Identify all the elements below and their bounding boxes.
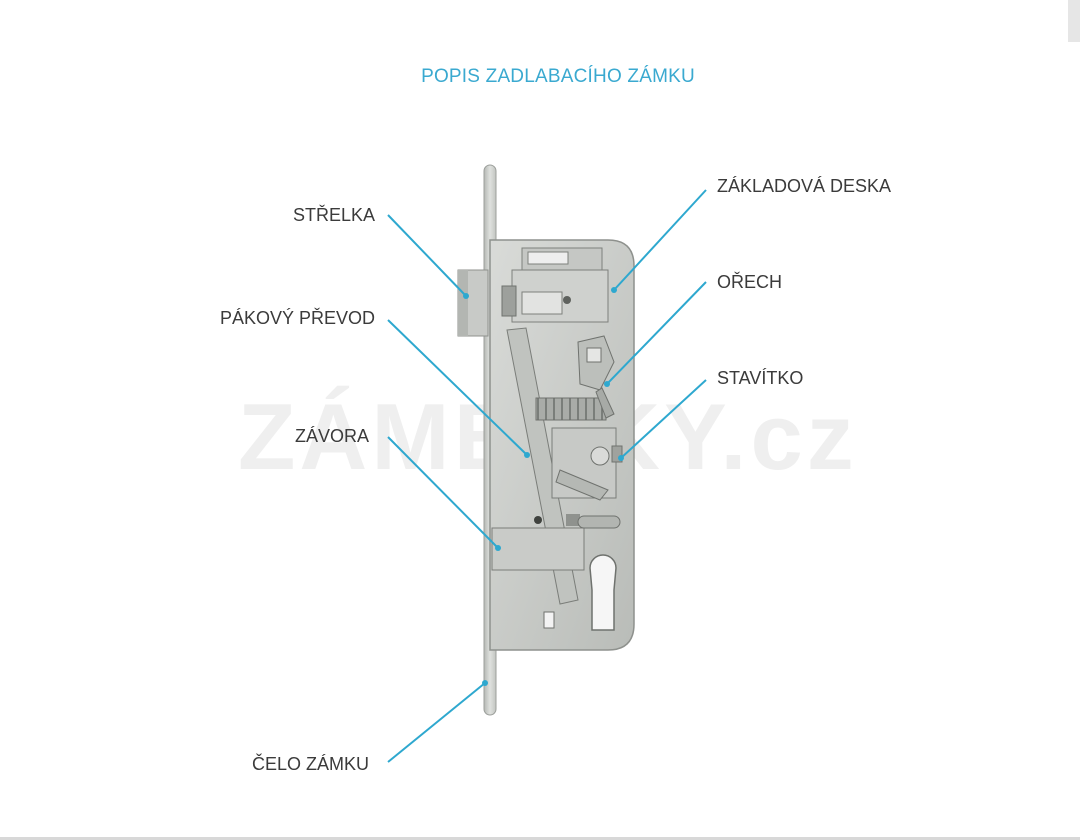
latch-bolt xyxy=(457,269,489,337)
label-orech: OŘECH xyxy=(717,272,783,292)
spring xyxy=(535,397,607,421)
pointer-strelka xyxy=(387,214,467,297)
follower-nut xyxy=(577,335,615,419)
pointer-stavitko xyxy=(620,379,707,459)
label-strelka: STŘELKA xyxy=(292,205,375,225)
pointer-dots xyxy=(463,287,624,686)
pointer-celo-zamku xyxy=(387,682,486,763)
cylinder-hole xyxy=(543,554,617,631)
pointer-zakladova-deska xyxy=(613,189,707,291)
latch-mechanism xyxy=(501,247,609,323)
diagram-title: POPIS ZADLABACÍHO ZÁMKU xyxy=(421,66,695,87)
tumbler xyxy=(551,427,623,501)
pointer-lines xyxy=(387,189,707,763)
label-stavitko: STAVÍTKO xyxy=(717,368,804,388)
pointer-zavora xyxy=(387,436,499,549)
deadbolt xyxy=(491,514,621,571)
label-zakladova-deska: ZÁKLADOVÁ DESKA xyxy=(717,176,892,196)
label-celo-zamku: ČELO ZÁMKU xyxy=(251,754,369,774)
label-pakovy-prevod: PÁKOVÝ PŘEVOD xyxy=(219,308,375,328)
scrollbar-stub xyxy=(1068,0,1080,42)
label-zavora: ZÁVORA xyxy=(294,426,369,446)
pointer-pakovy-prevod xyxy=(387,319,528,456)
bottom-border xyxy=(0,837,1080,840)
pointer-orech xyxy=(606,281,707,385)
